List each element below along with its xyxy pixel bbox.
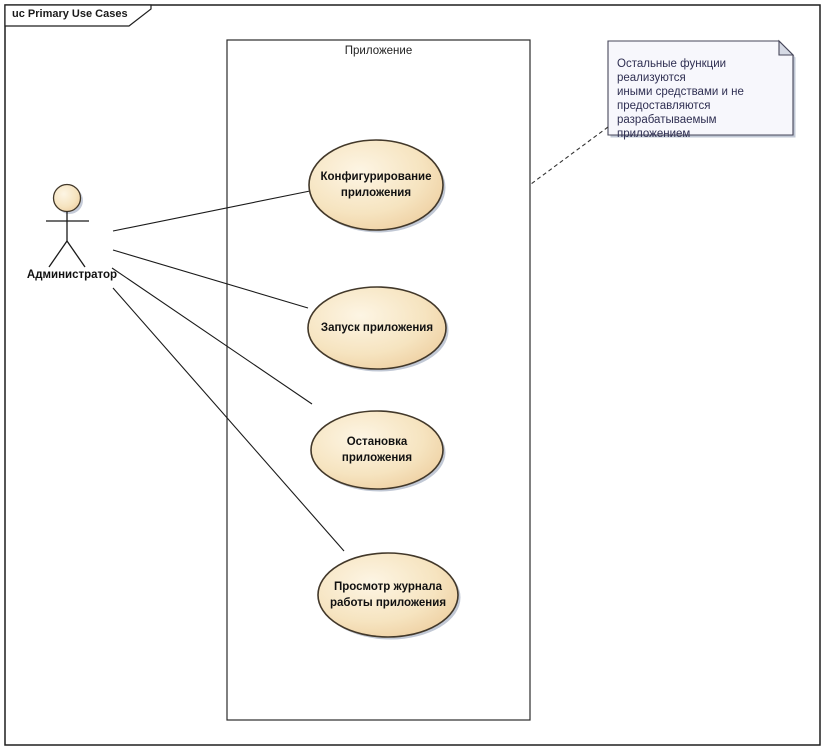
use-case-start-application: [307, 286, 447, 370]
note-fold-corner-icon: [778, 39, 795, 56]
use-case-shapes: [307, 139, 461, 640]
use-case-label-line: работы приложения: [329, 597, 447, 609]
note-text-line: предоставляются: [617, 100, 711, 112]
system-boundary-label: Приложение: [344, 45, 413, 57]
use-case-label-line: Конфигурирование: [320, 171, 432, 183]
use-case-label-stop: Остановка приложения: [297, 433, 457, 467]
frame-tab-label: uc Primary Use Cases: [12, 8, 128, 20]
use-case-label-line: приложения: [340, 187, 412, 199]
association-configure: [112, 190, 311, 232]
note-text-line: разрабатываемым приложением: [617, 114, 717, 140]
note-body: [607, 40, 794, 136]
association-start: [112, 249, 309, 309]
association-view-log: [112, 287, 345, 552]
note-text-line: иными средствами и не: [617, 86, 744, 98]
associations: [111, 190, 345, 552]
use-case-label-line: Остановка: [346, 436, 408, 448]
diagram-frame-tab: [4, 4, 152, 27]
use-case-label-start: Запуск приложения: [297, 311, 457, 345]
note-link: [530, 126, 609, 185]
diagram-frame: [4, 4, 821, 746]
actor-label: Администратор: [26, 269, 118, 281]
use-case-label-line: Запуск приложения: [320, 322, 434, 334]
actor-figure-icon: [46, 183, 89, 268]
use-case-view-application-log: [317, 552, 459, 638]
use-case-label-line: приложения: [341, 452, 413, 464]
note-text-line: Остальные функции реализуются: [617, 58, 727, 84]
association-stop: [111, 267, 313, 405]
note-text: Остальные функции реализуются иными сред…: [617, 57, 793, 141]
note: [607, 39, 796, 138]
use-case-label-line: Просмотр журнала: [334, 581, 442, 593]
use-case-label-view-log: Просмотр журнала работы приложения: [308, 578, 468, 612]
use-case-label-configure: Конфигурирование приложения: [296, 168, 456, 202]
use-case-stop-application: [310, 410, 444, 490]
use-case-configure-application: [308, 139, 444, 231]
